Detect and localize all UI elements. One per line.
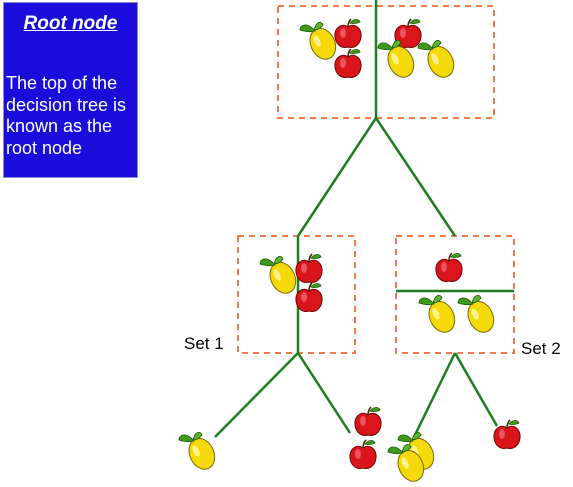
branch-root-to-set2 (374, 117, 457, 237)
apple-icon (349, 439, 377, 470)
branch-root-to-set1 (296, 117, 378, 237)
leaf-set1-lemon (178, 431, 220, 474)
apple-icon (354, 406, 382, 437)
apple-icon (334, 18, 362, 49)
leaf-set1-apples (349, 406, 382, 470)
set-1-node-box (237, 235, 356, 354)
lemon-icon (259, 255, 301, 298)
lemon-icon (417, 39, 459, 82)
root-node-fruit (299, 18, 459, 82)
leaf-set2-lemons (387, 431, 439, 486)
lemon-icon (178, 431, 220, 474)
branch-set1-to-apples (296, 352, 352, 434)
apple-icon (493, 419, 521, 450)
lemon-icon (418, 294, 460, 337)
lemon-icon (457, 294, 499, 337)
set-2-label: Set 2 (521, 339, 561, 358)
apple-icon (295, 282, 323, 313)
root-node-info-panel: Root node The top of the decision tree i… (3, 2, 138, 178)
leaf-set2-apple (493, 419, 521, 450)
branch-set2-to-lemons (413, 352, 457, 436)
set-1-fruit (259, 253, 323, 313)
info-panel-title: Root node (23, 13, 118, 34)
branch-set2-to-apple (453, 352, 499, 427)
apple-icon (435, 252, 463, 283)
lemon-icon (299, 21, 341, 64)
apple-icon (334, 48, 362, 79)
set-2-fruit (418, 252, 499, 337)
info-panel-text: The top of the decision tree is known as… (6, 73, 127, 158)
set-1-label: Set 1 (184, 334, 224, 353)
apple-icon (295, 253, 323, 284)
branch-set1-to-lemon (214, 352, 299, 438)
tree-branches (214, 0, 514, 438)
root-node-box (277, 5, 495, 119)
